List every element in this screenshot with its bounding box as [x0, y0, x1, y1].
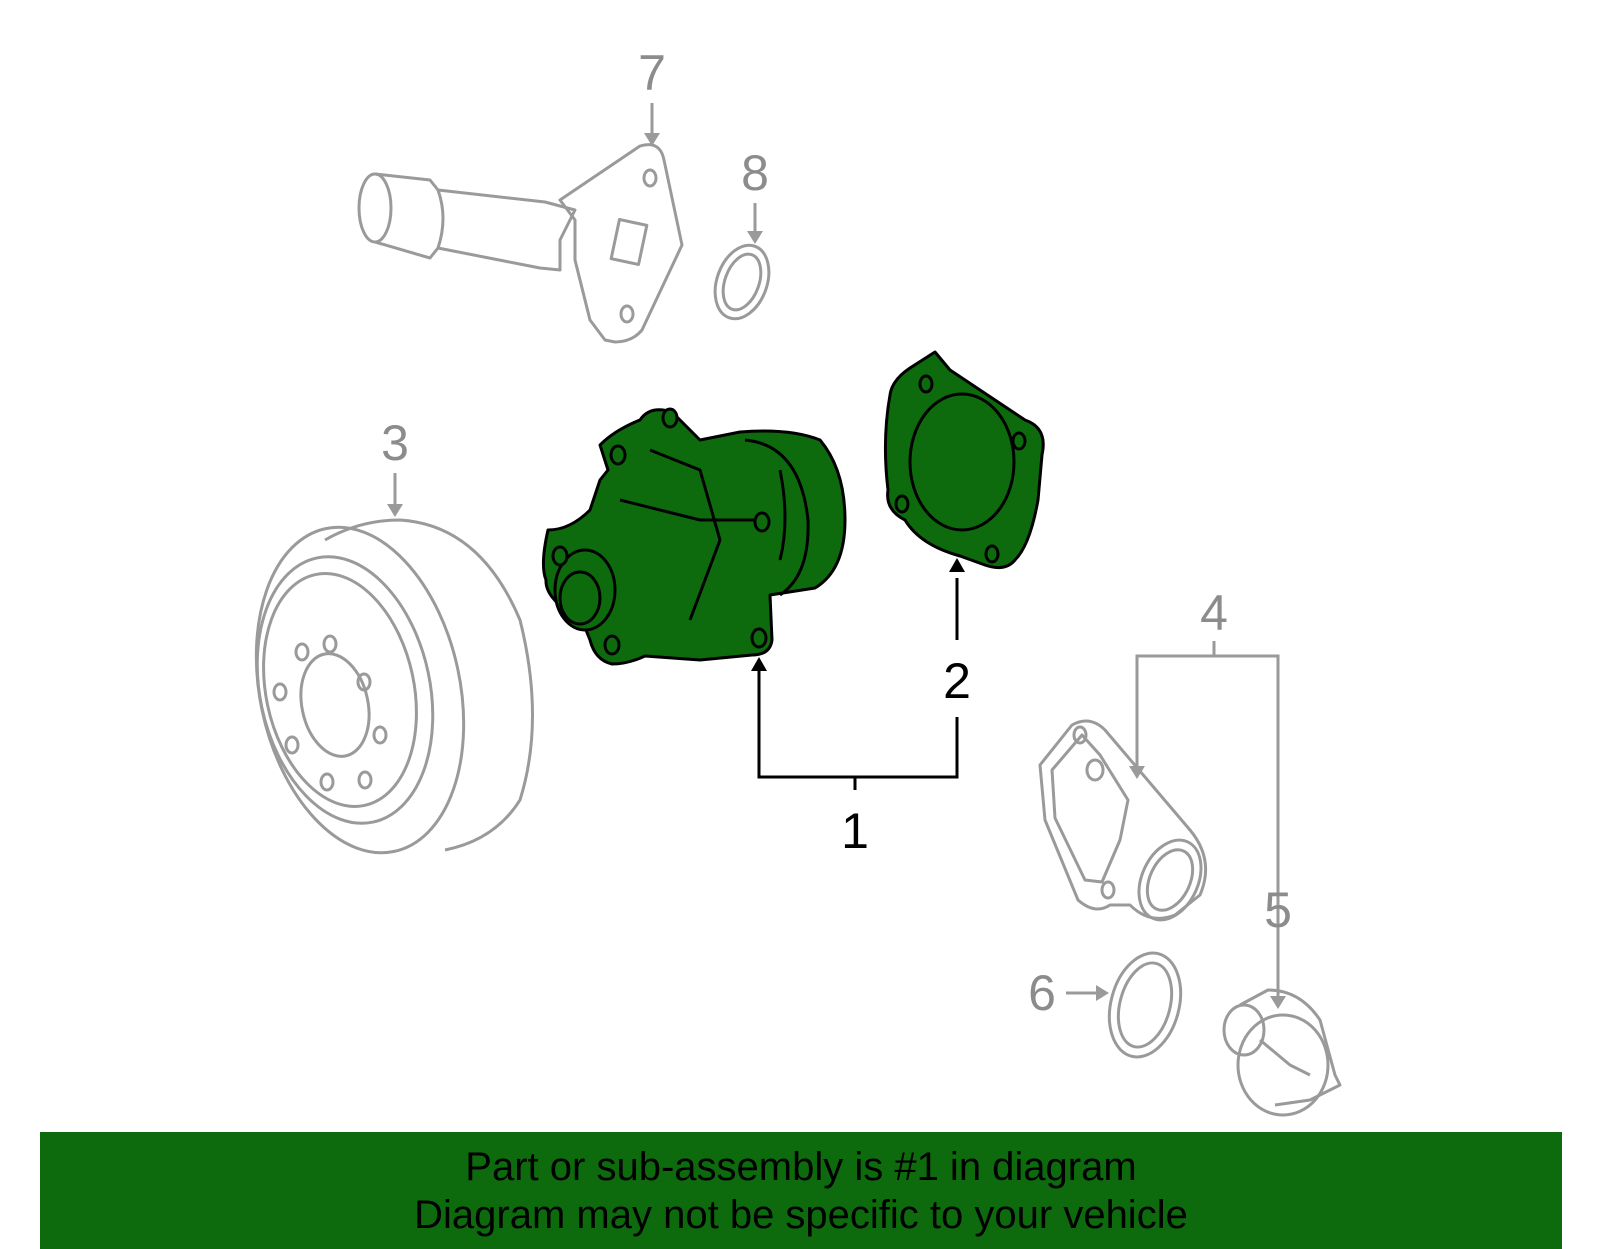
part-2-gasket[interactable]	[883, 350, 1045, 570]
leader-line-6	[1066, 985, 1109, 1001]
callout-8: 8	[741, 145, 769, 201]
callout-4: 4	[1200, 585, 1228, 641]
callout-1: 1	[841, 803, 869, 859]
callout-3: 3	[381, 415, 409, 471]
part-1-water-pump[interactable]	[541, 407, 847, 666]
banner-background	[40, 1132, 1562, 1249]
banner-line-2: Diagram may not be specific to your vehi…	[414, 1192, 1188, 1237]
banner-line-1: Part or sub-assembly is #1 in diagram	[465, 1144, 1137, 1189]
part-4-thermostat-housing[interactable]	[1038, 719, 1213, 930]
callout-2: 2	[943, 653, 971, 709]
leader-line-8	[747, 203, 763, 244]
part-8-o-ring[interactable]	[706, 238, 779, 327]
part-5-thermostat[interactable]	[1222, 988, 1342, 1117]
part-7-water-outlet-pipe[interactable]	[357, 143, 684, 344]
callout-7: 7	[638, 45, 666, 101]
leader-line-3	[387, 473, 403, 517]
callout-6: 6	[1028, 965, 1056, 1021]
leader-line-7	[644, 103, 660, 146]
leader-line-4	[1129, 641, 1286, 1009]
leader-line-1-2	[751, 558, 965, 790]
part-6-o-ring[interactable]	[1098, 945, 1191, 1065]
info-banner: Part or sub-assembly is #1 in diagram Di…	[40, 1132, 1562, 1249]
part-3-pulley[interactable]	[228, 508, 534, 872]
callout-5: 5	[1264, 882, 1292, 938]
